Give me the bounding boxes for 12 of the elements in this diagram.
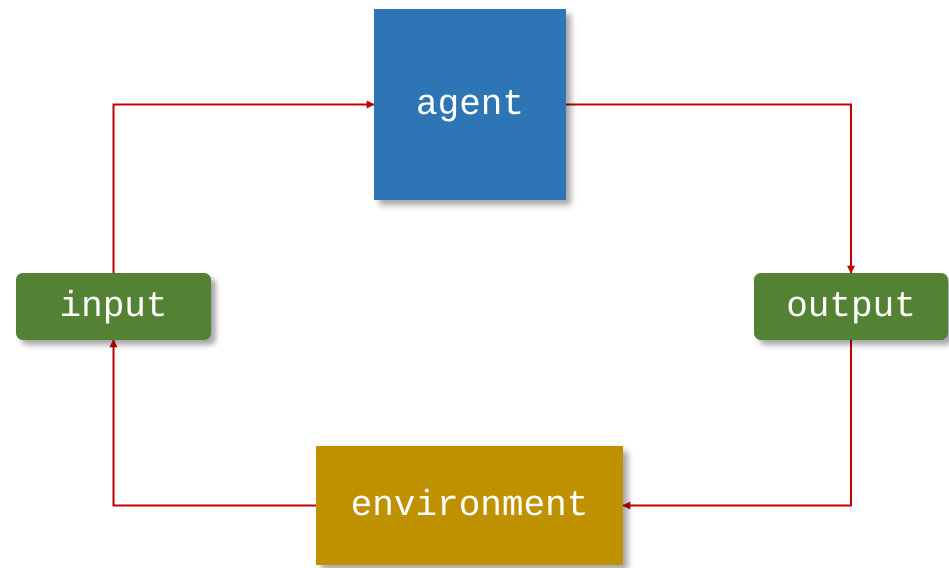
- input-box: [16, 273, 211, 340]
- arrow: [109, 339, 316, 506]
- arrow: [112, 100, 375, 273]
- agent-box: [374, 9, 566, 200]
- output-box: [754, 273, 948, 340]
- arrow: [622, 340, 852, 510]
- node-label: input: [59, 286, 168, 327]
- environment-box: [316, 446, 623, 565]
- node-label: agent: [416, 84, 524, 125]
- arrow: [566, 104, 856, 274]
- node-label: output: [786, 286, 916, 327]
- node-label: environment: [350, 485, 588, 526]
